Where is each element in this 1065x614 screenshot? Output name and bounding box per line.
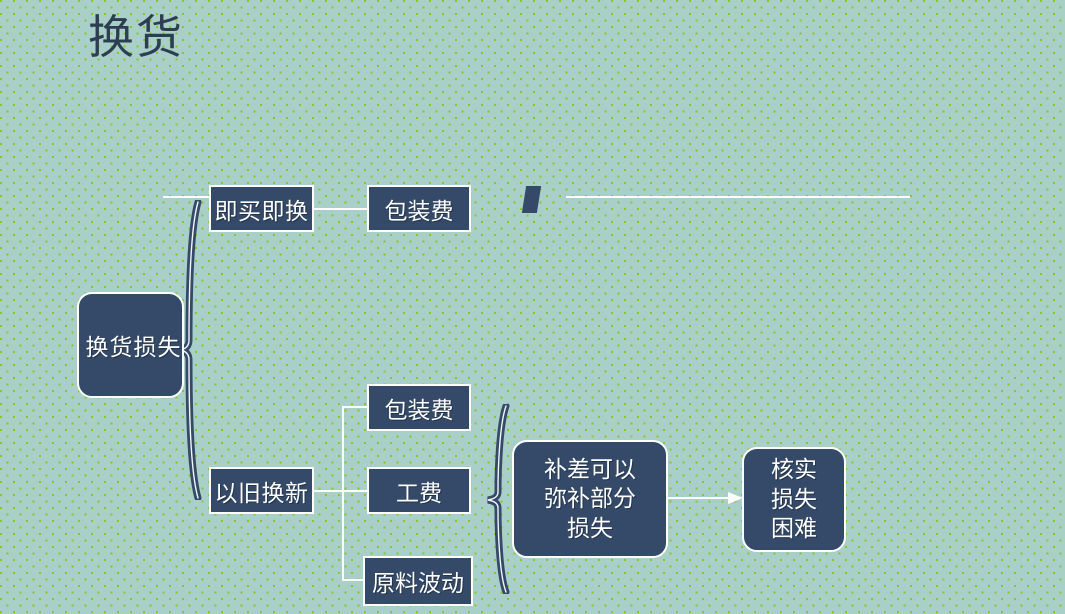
node-branch-immediate-exchange[interactable]: 即买即换 — [209, 185, 314, 232]
node-verify-loss-difficult[interactable]: 核实 损失 困难 — [742, 447, 846, 552]
node-label: 包装费 — [384, 397, 454, 423]
page-title: 换货 — [88, 12, 184, 63]
connector-tree-stub-packaging — [342, 406, 369, 408]
node-label: 原料波动 — [372, 571, 464, 596]
connector-tree-spine — [342, 407, 344, 580]
node-label-line: 损失 — [771, 486, 817, 512]
connector-tree-stub-labor — [342, 490, 369, 492]
left-curly-brace-secondary — [487, 404, 510, 594]
arrow-right-icon — [668, 492, 743, 504]
node-packaging-fee-bottom[interactable]: 包装费 — [367, 384, 471, 431]
node-label-line: 弥补部分 — [544, 486, 636, 512]
node-material-fluctuation[interactable]: 原料波动 — [363, 556, 473, 606]
node-packaging-fee-top[interactable]: 包装费 — [367, 185, 471, 232]
connector-right-trailing-rule — [566, 196, 910, 198]
connector-tree-stub-material — [342, 579, 369, 581]
node-labor-fee[interactable]: 工费 — [367, 467, 471, 514]
node-label-line: 困难 — [771, 516, 817, 542]
node-label-line: 核实 — [771, 457, 817, 483]
node-label: 工费 — [396, 480, 442, 506]
connector-left-lead-in — [163, 196, 211, 198]
node-label-line: 损失 — [567, 515, 613, 541]
node-label: 核实 损失 困难 — [771, 455, 817, 543]
node-label: 包装费 — [384, 198, 454, 224]
node-branch-trade-in[interactable]: 以旧换新 — [209, 467, 314, 514]
node-label: 换货损失 — [85, 335, 182, 360]
node-label: 补差可以 弥补部分 损失 — [544, 455, 636, 543]
connector-immediate-to-packaging — [312, 208, 369, 210]
node-label: 以旧换新 — [214, 480, 309, 506]
slanted-bar-mark-icon — [521, 186, 542, 213]
node-label-line: 补差可以 — [544, 456, 636, 482]
connector-tradein-stub — [312, 490, 344, 492]
node-root-exchange-loss[interactable]: 换货损失 — [77, 292, 184, 398]
node-offset-partial-loss[interactable]: 补差可以 弥补部分 损失 — [512, 440, 668, 558]
node-label: 即买即换 — [214, 198, 309, 224]
